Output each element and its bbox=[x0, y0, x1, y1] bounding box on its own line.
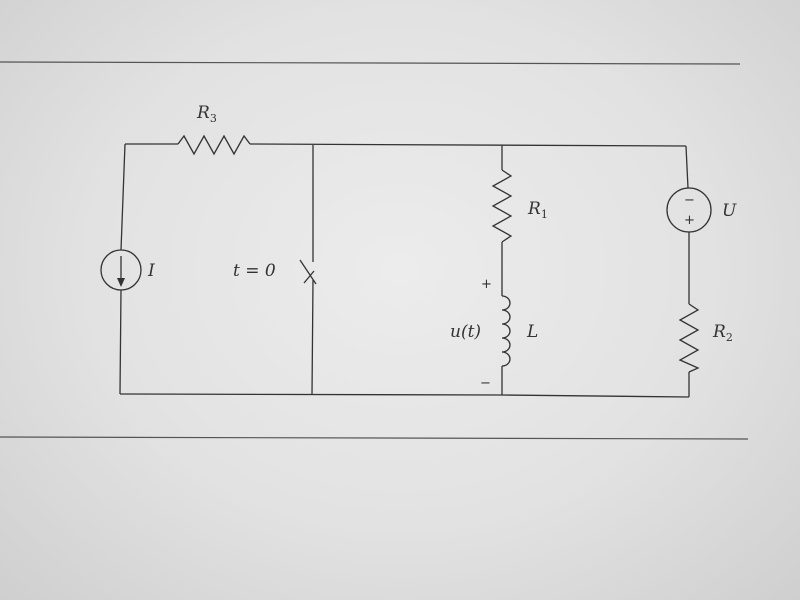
current-source bbox=[100, 249, 142, 291]
top-rule bbox=[0, 61, 741, 65]
inductor-l bbox=[501, 295, 511, 367]
switch-label: t = 0 bbox=[233, 261, 276, 281]
plus-sign: + bbox=[481, 277, 492, 292]
minus-sign: − bbox=[480, 376, 491, 391]
current-source-label: I bbox=[147, 261, 155, 281]
voltage-source: − + bbox=[666, 187, 712, 233]
left-wire bbox=[120, 143, 126, 251]
resistor-r2 bbox=[678, 303, 700, 373]
inductor-label: L bbox=[526, 322, 538, 342]
r3-label: R3 bbox=[196, 103, 217, 125]
bottom-rule bbox=[0, 436, 749, 440]
r1-label: R1 bbox=[527, 199, 548, 221]
resistor-r3 bbox=[177, 134, 251, 156]
bottom-wire bbox=[119, 393, 690, 398]
top-wire bbox=[125, 143, 687, 147]
switch bbox=[299, 145, 317, 396]
source-minus: − bbox=[684, 193, 695, 208]
voltage-source-label: U bbox=[722, 201, 737, 221]
source-plus: + bbox=[684, 213, 695, 228]
r2-label: R2 bbox=[712, 322, 733, 344]
resistor-r1 bbox=[491, 169, 513, 243]
inductor-voltage-label: u(t) bbox=[450, 322, 481, 342]
